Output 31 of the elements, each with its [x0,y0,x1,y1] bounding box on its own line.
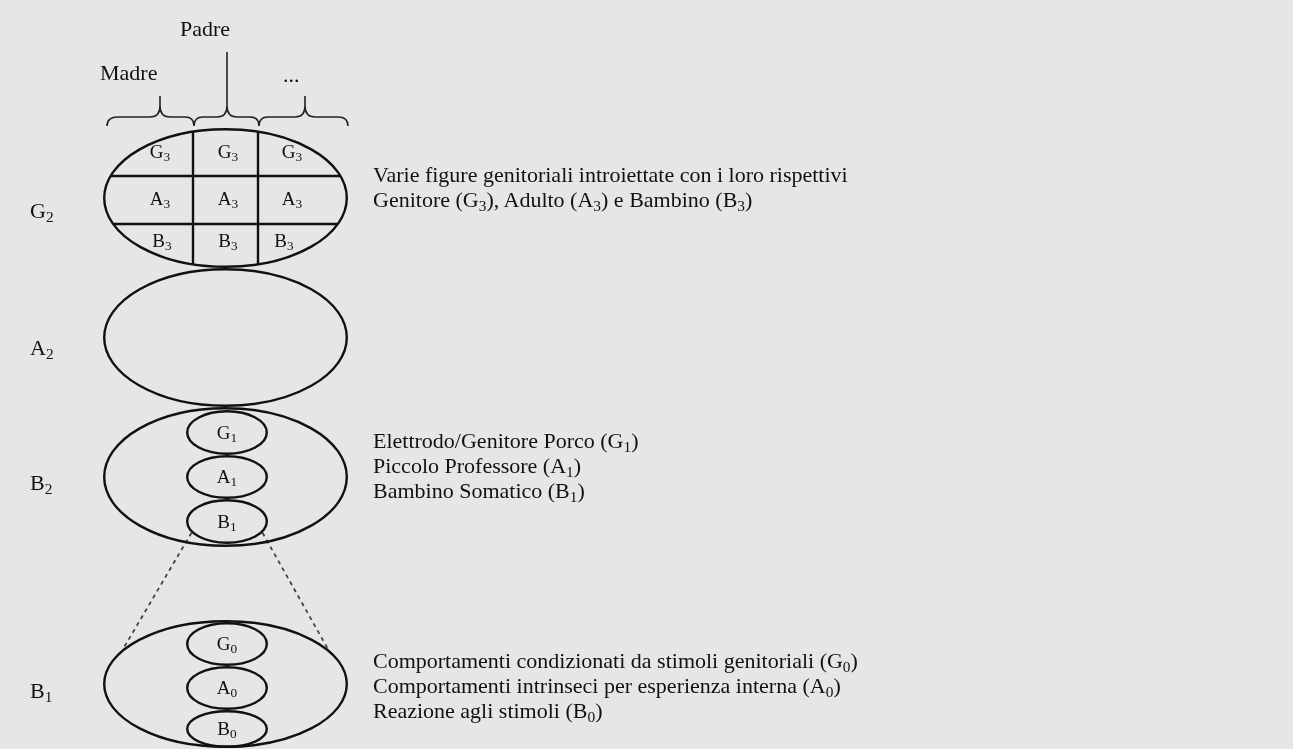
cell-label: B$_{3}$ [217,229,239,253]
dashed-connector [261,531,329,650]
cell-label: G$_{3}$ [216,140,240,164]
cell-label: G$_{3}$ [148,140,172,164]
cell-label: B$_{3}$ [151,229,173,253]
circle-label: A$_{1}$ [216,467,238,487]
cell-label: G$_{3}$ [280,140,304,164]
cell-label: A$_{3}$ [216,187,240,211]
circle-label: B$_{2}$ [30,470,53,495]
description-text: Reazione agli stimoli (B$_{0}$) [373,698,603,723]
circle-label: B$_{1}$ [217,511,237,532]
circle-label: A$_{0}$ [216,678,238,698]
circle-label: G$_{2}$ [30,198,54,223]
description-text: Elettrodo/Genitore Porco (G$_{1}$) [373,428,639,453]
circle-label: A$_{2}$ [30,335,54,360]
parent-label: ... [283,62,300,87]
parent-label: Padre [180,16,231,41]
circle-label: G$_{1}$ [216,422,238,443]
circle-label: B$_{0}$ [217,719,237,739]
cell-label: A$_{3}$ [148,187,172,211]
description-text: Piccolo Professore (A$_{1}$) [373,453,582,478]
description-text: Varie figure genitoriali introiettate con i loro rispettivi Genitore (G$_{3}$), Adulto (A$_{3}$) e Bambino (B$_{3}$) [373,162,848,212]
description-text: Comportamenti condizionati da stimoli genitoriali (G$_{0}$) [373,648,858,673]
circle-label: G$_{0}$ [216,634,238,654]
parent-label: Madre [100,60,158,85]
dashed-connector [122,531,193,650]
cell-label: A$_{3}$ [280,187,304,211]
description-text: Comportamenti intrinseci per esperienza interna (A$_{0}$) [373,673,841,698]
circle-label: B$_{1}$ [30,678,53,703]
description-text: Bambino Somatico (B$_{1}$) [373,478,585,503]
cell-label: B$_{3}$ [273,229,295,253]
